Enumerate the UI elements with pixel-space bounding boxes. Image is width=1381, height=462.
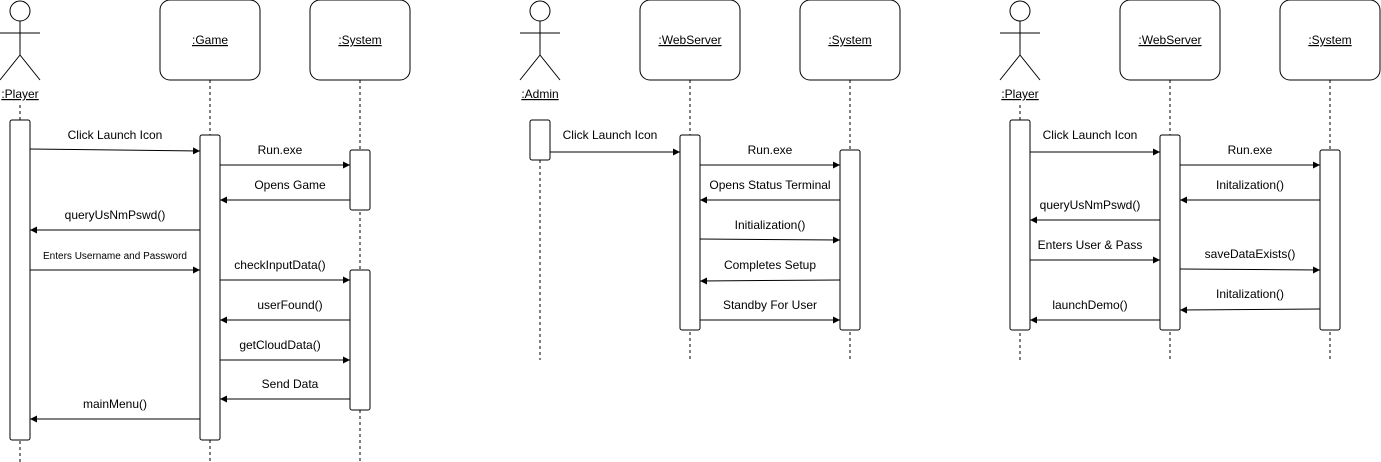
message-label: Run.exe bbox=[748, 143, 793, 157]
sequence-diagram-1: :Player :Game :System Click Launch Icon … bbox=[0, 0, 411, 462]
message-label: Enters User & Pass bbox=[1038, 238, 1143, 252]
message-label: saveDataExists() bbox=[1205, 247, 1296, 261]
message-label: Standby For User bbox=[723, 298, 817, 312]
sequence-diagram-3: :Player :WebServer :System Click Launch … bbox=[999, 0, 1381, 360]
message-completes-setup: Completes Setup bbox=[699, 258, 841, 285]
activation-bar-webserver bbox=[679, 134, 701, 331]
message-enters-username-password: Enters Username and Password bbox=[30, 251, 200, 274]
participant-label: :System bbox=[1308, 33, 1351, 47]
participant-game[interactable]: :Game bbox=[159, 0, 261, 81]
stick-figure-icon bbox=[0, 0, 41, 81]
activation-bar-player bbox=[9, 119, 31, 441]
sequence-diagram-2: :Admin :WebServer :System Click Launch I… bbox=[519, 0, 901, 360]
message-get-cloud-data: getCloudData() bbox=[220, 338, 350, 364]
stick-figure-icon bbox=[999, 0, 1041, 81]
activation-bar-webserver bbox=[1159, 134, 1181, 331]
participant-label: :Game bbox=[192, 33, 228, 47]
message-label: Click Launch Icon bbox=[563, 128, 658, 142]
message-user-found: userFound() bbox=[220, 298, 350, 324]
activation-bar-game bbox=[199, 134, 221, 441]
message-label: Completes Setup bbox=[724, 258, 816, 272]
actor-player[interactable]: :Player bbox=[0, 0, 41, 101]
message-initalization-1: Initalization() bbox=[1180, 178, 1320, 204]
message-label: Enters Username and Password bbox=[43, 251, 187, 262]
participant-system[interactable]: :System bbox=[799, 0, 901, 81]
participant-label: :Admin bbox=[521, 87, 558, 101]
message-label: getCloudData() bbox=[239, 338, 320, 352]
participant-label: :Player bbox=[1001, 87, 1038, 101]
message-label: Run.exe bbox=[1228, 143, 1273, 157]
message-click-launch-icon: Click Launch Icon bbox=[29, 128, 201, 155]
message-query-us-nm-pswd: queryUsNmPswd() bbox=[1030, 198, 1160, 224]
message-label: Opens Status Terminal bbox=[709, 178, 830, 192]
message-enters-user-pass: Enters User & Pass bbox=[1030, 238, 1160, 264]
message-label: Opens Game bbox=[254, 178, 326, 192]
message-run-exe: Run.exe bbox=[220, 143, 350, 169]
participant-webserver[interactable]: :WebServer bbox=[639, 0, 741, 81]
message-label: Run.exe bbox=[258, 143, 303, 157]
participant-label: :Player bbox=[1, 87, 38, 101]
message-opens-status-terminal: Opens Status Terminal bbox=[700, 178, 840, 204]
message-initalization-2: Initalization() bbox=[1179, 287, 1321, 314]
activation-bar-system-2 bbox=[349, 269, 371, 411]
participant-label: :WebServer bbox=[1138, 33, 1201, 47]
message-send-data: Send Data bbox=[220, 377, 350, 403]
message-standby-for-user: Standby For User bbox=[700, 298, 840, 324]
participant-label: :System bbox=[828, 33, 871, 47]
activation-bar-player bbox=[1009, 119, 1031, 331]
message-run-exe: Run.exe bbox=[1180, 143, 1320, 169]
message-click-launch-icon: Click Launch Icon bbox=[550, 128, 680, 156]
message-label: checkInputData() bbox=[234, 258, 325, 272]
message-run-exe: Run.exe bbox=[700, 143, 840, 169]
participant-system[interactable]: :System bbox=[309, 0, 411, 81]
activation-bar-system bbox=[1319, 149, 1341, 331]
message-label: Initalization() bbox=[1216, 178, 1284, 192]
activation-bar-system-1 bbox=[349, 149, 371, 211]
actor-admin[interactable]: :Admin bbox=[519, 0, 561, 101]
message-label: Send Data bbox=[262, 377, 319, 391]
message-label: Initalization() bbox=[1216, 287, 1284, 301]
message-label: userFound() bbox=[257, 298, 322, 312]
message-label: mainMenu() bbox=[83, 397, 147, 411]
message-query-us-nm-pswd: queryUsNmPswd() bbox=[30, 208, 200, 234]
message-label: Click Launch Icon bbox=[68, 128, 163, 142]
message-label: Initialization() bbox=[735, 218, 806, 232]
message-opens-game: Opens Game bbox=[220, 178, 350, 204]
actor-player[interactable]: :Player bbox=[999, 0, 1041, 101]
stick-figure-icon bbox=[519, 0, 561, 81]
activation-bar-system bbox=[839, 149, 861, 331]
participant-system[interactable]: :System bbox=[1279, 0, 1381, 81]
message-launch-demo: launchDemo() bbox=[1030, 298, 1160, 324]
participant-label: :System bbox=[338, 33, 381, 47]
message-main-menu: mainMenu() bbox=[30, 397, 200, 423]
participant-webserver[interactable]: :WebServer bbox=[1119, 0, 1221, 81]
message-label: Click Launch Icon bbox=[1043, 128, 1138, 142]
message-initialization: Initialization() bbox=[699, 218, 841, 244]
activation-bar-admin bbox=[529, 119, 551, 161]
participant-label: :WebServer bbox=[658, 33, 721, 47]
message-label: queryUsNmPswd() bbox=[1040, 198, 1141, 212]
message-label: launchDemo() bbox=[1052, 298, 1127, 312]
message-save-data-exists: saveDataExists() bbox=[1179, 247, 1321, 274]
message-click-launch-icon: Click Launch Icon bbox=[1030, 128, 1160, 156]
message-label: queryUsNmPswd() bbox=[65, 208, 166, 222]
message-check-input-data: checkInputData() bbox=[220, 258, 350, 284]
